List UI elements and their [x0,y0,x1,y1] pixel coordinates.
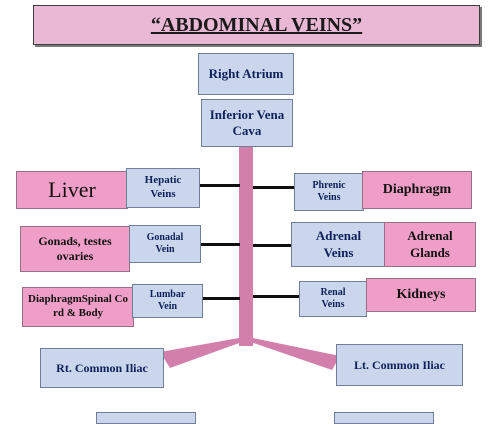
phrenic-veins-box: Phrenic Veins [294,173,364,211]
renal-connector [253,295,299,298]
lumbar-vein-box: Lumbar Vein [132,284,203,318]
hepatic-connector [200,184,240,187]
gonadal-vein-label: Gonadal Vein [146,231,184,256]
diaphragm-box: Diaphragm [362,171,472,209]
gonads-box: Gonads, testes ovaries [20,226,130,272]
right-atrium-label: Right Atrium [208,65,284,81]
adrenal-veins-label: Adrenal Veins [315,228,362,260]
title-text: “ABDOMINAL VEINS” [150,13,363,36]
left-iliac-branch [160,338,253,368]
gonadal-vein-box: Gonadal Vein [129,225,201,263]
lumbar-connector [203,297,240,300]
ivc-box: Inferior Vena Cava [201,99,293,147]
adrenal-glands-box: Adrenal Glands [384,222,476,267]
renal-veins-label: Renal Veins [320,286,346,311]
spinal-cord-label: DiaphragmSpinal Cord & Body [28,293,128,319]
adrenal-veins-box: Adrenal Veins [291,222,386,267]
right-iliac-branch [239,338,340,370]
kidneys-label: Kidneys [396,287,446,303]
lt-common-iliac-label: Lt. Common Iliac [354,357,445,372]
kidneys-box: Kidneys [366,278,476,312]
hepatic-veins-box: Hepatic Veins [126,168,200,208]
ivc-trunk [239,146,253,346]
lt-common-iliac-box: Lt. Common Iliac [336,344,463,386]
phrenic-connector [253,186,294,189]
liver-label: Liver [48,177,96,203]
hepatic-veins-label: Hepatic Veins [144,174,182,200]
diagram-title: “ABDOMINAL VEINS” [33,5,480,45]
rt-common-iliac-box: Rt. Common Iliac [40,348,164,388]
phrenic-veins-label: Phrenic Veins [312,179,346,204]
ivc-label: Inferior Vena Cava [209,106,285,138]
bottom-left-box-partial [96,412,196,424]
rt-common-iliac-label: Rt. Common Iliac [56,360,148,375]
diaphragm-label: Diaphragm [382,182,452,198]
renal-veins-box: Renal Veins [299,281,367,317]
lumbar-vein-label: Lumbar Vein [149,288,186,313]
adrenal-connector [253,244,291,247]
adrenal-glands-label: Adrenal Glands [407,228,453,260]
gonads-label: Gonads, testes ovaries [38,234,112,263]
bottom-right-box-partial [334,412,434,424]
gonadal-connector [201,243,240,246]
spinal-cord-box: DiaphragmSpinal Cord & Body [22,287,134,327]
liver-box: Liver [16,171,128,209]
right-atrium-box: Right Atrium [198,53,294,95]
